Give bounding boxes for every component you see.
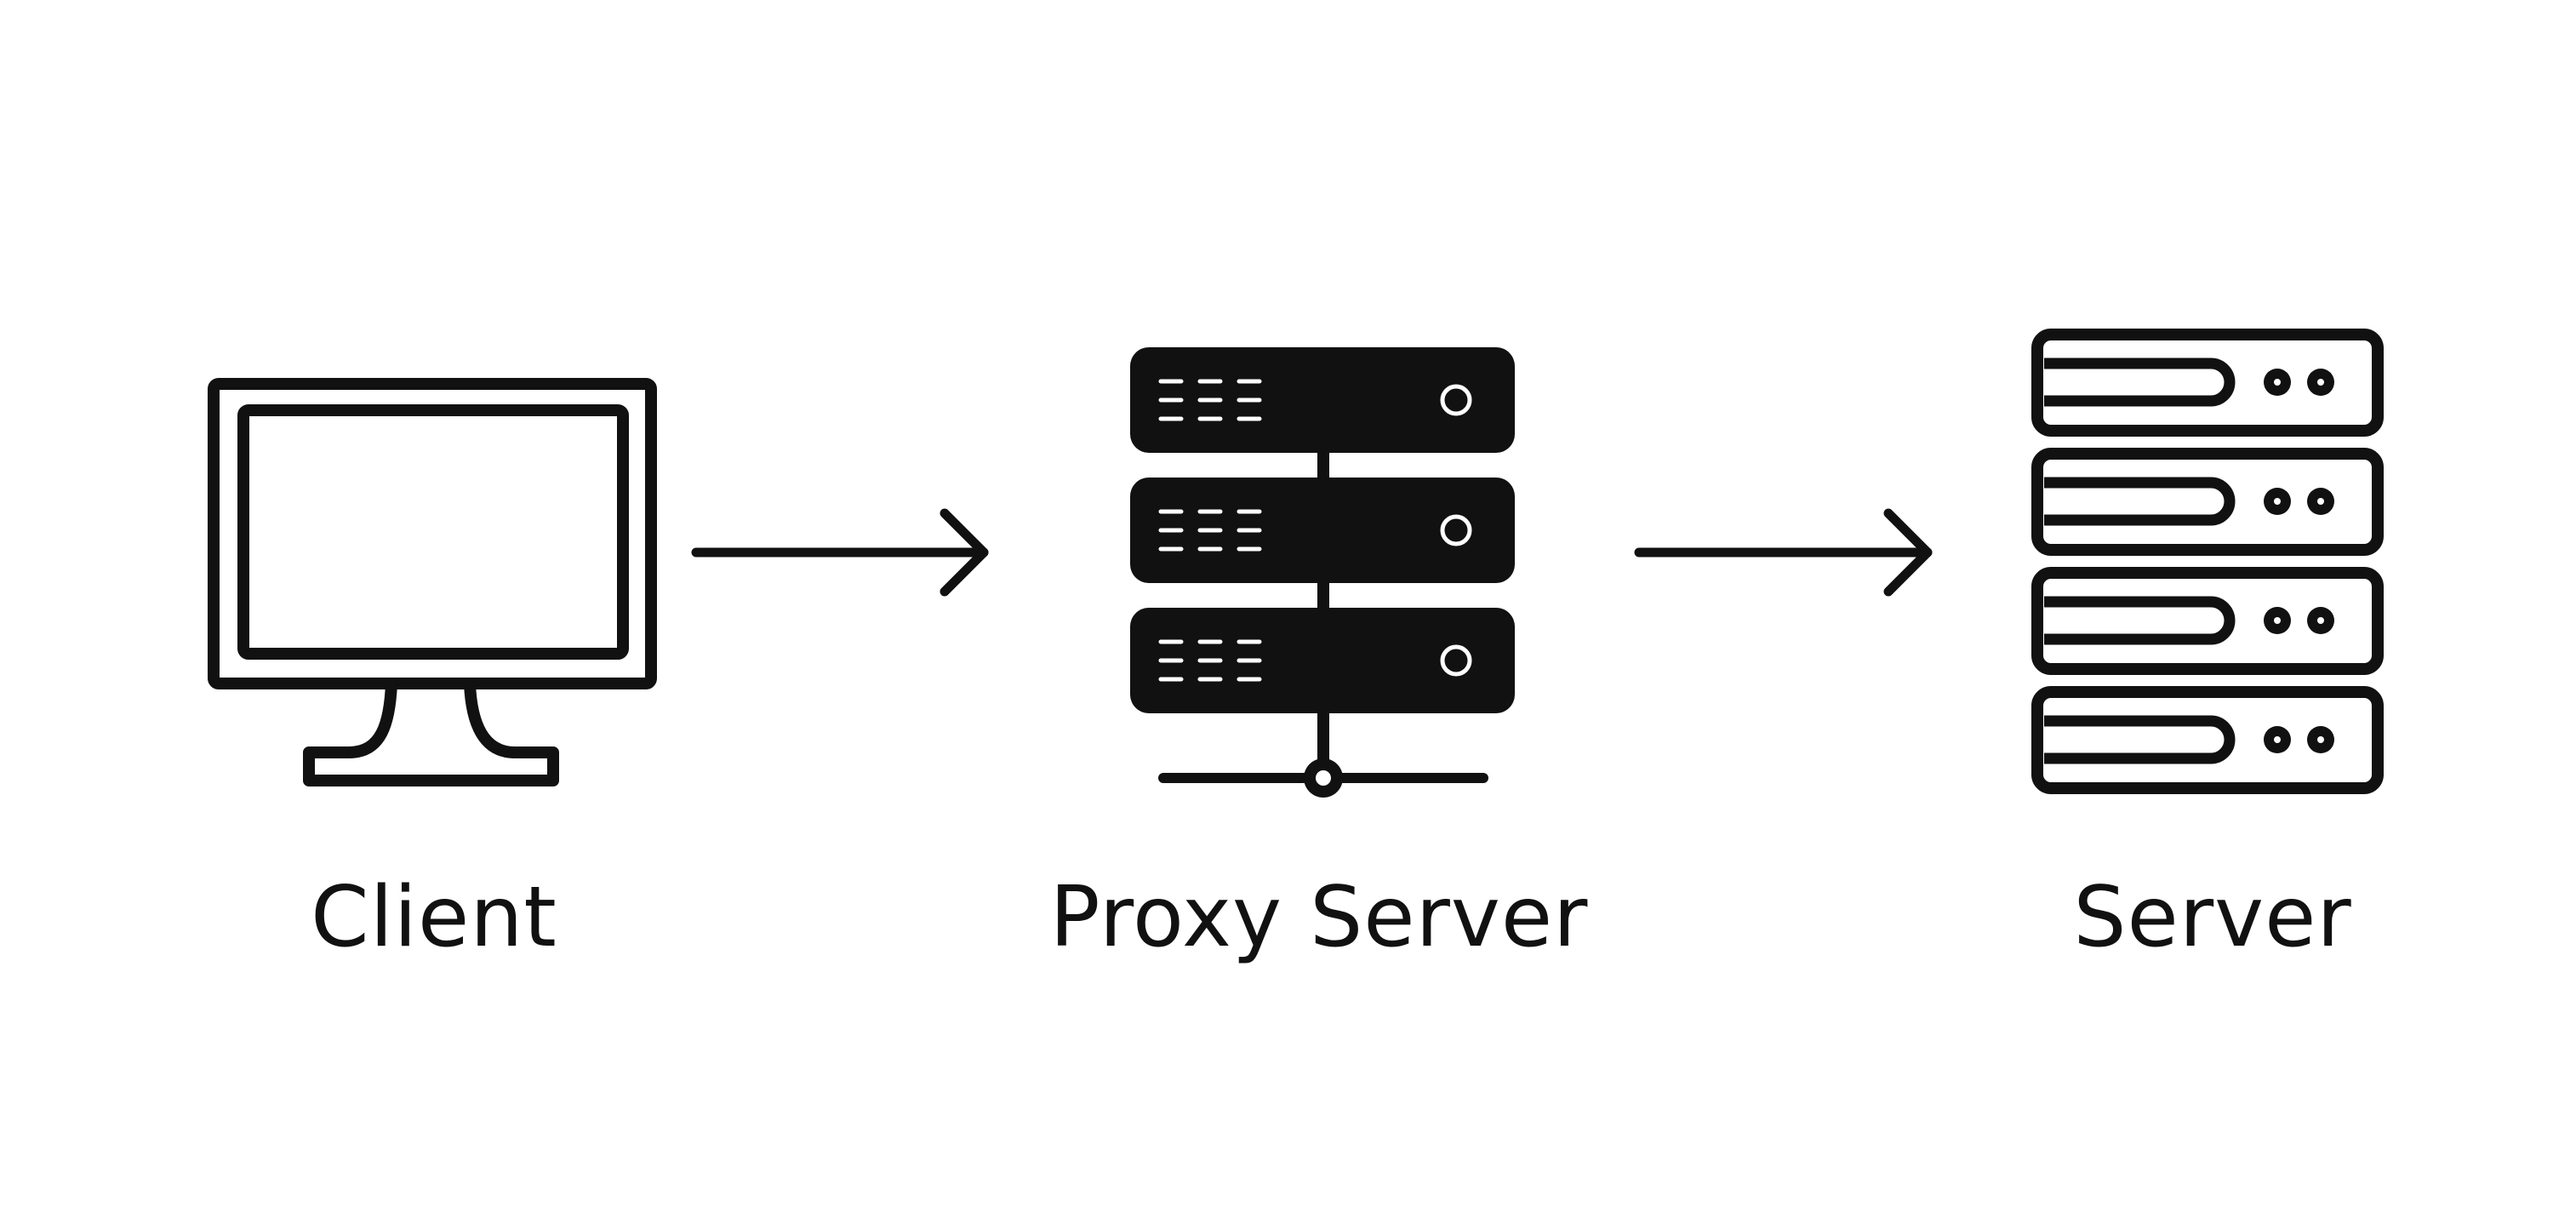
server-stack-icon: [2031, 329, 2384, 794]
client-label: Client: [311, 869, 557, 966]
rack-unit: [1130, 478, 1515, 583]
server-label: Server: [2073, 869, 2352, 966]
arrow-right-icon: [691, 508, 989, 597]
rack-unit: [1130, 347, 1515, 453]
server-unit: [2031, 567, 2384, 675]
monitor-icon: [208, 378, 657, 786]
server-unit: [2031, 448, 2384, 556]
server-unit: [2031, 329, 2384, 437]
arrow-right-icon: [1634, 508, 1933, 597]
proxy-server-label: Proxy Server: [1049, 869, 1589, 966]
server-rack-icon: [1130, 347, 1515, 798]
server-unit: [2031, 686, 2384, 794]
rack-unit: [1130, 608, 1515, 713]
